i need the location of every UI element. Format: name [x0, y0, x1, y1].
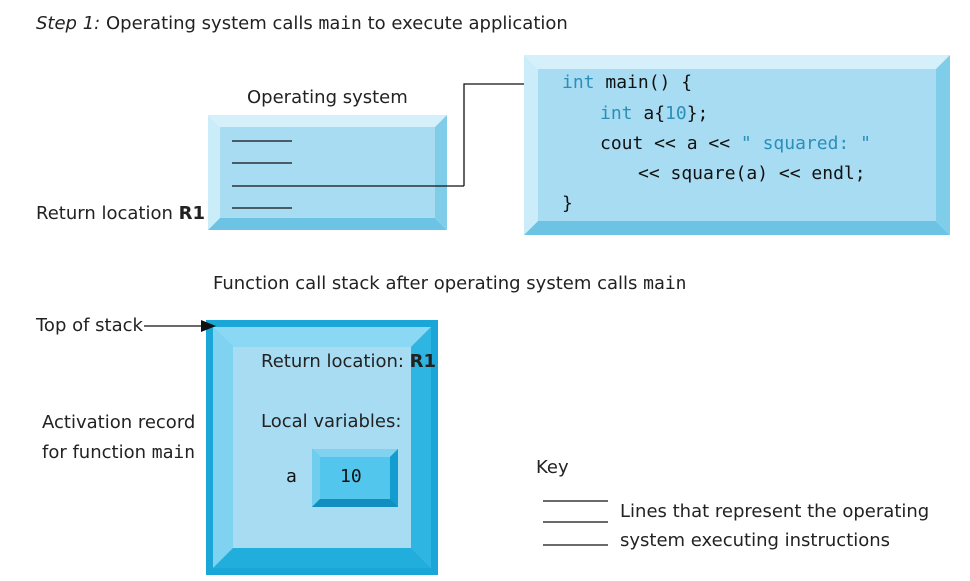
step-caption: Step 1: Operating system calls main to e… — [36, 13, 568, 34]
code-text: cout << a << — [600, 133, 741, 154]
key-line-1-text: Lines that represent the operating — [620, 501, 930, 522]
frame-return-text: Return location: — [261, 351, 404, 372]
code-text: a{ — [632, 103, 666, 124]
frame-return-location: Return location: R1 — [261, 351, 436, 372]
activation-line-2: for function main — [42, 438, 196, 468]
activation-record-label: Activation record for function main — [42, 408, 196, 468]
activation-line-2-text: for function — [42, 442, 147, 463]
code-line-3: cout << a << " squared: " — [600, 133, 871, 154]
code-text: main() { — [594, 72, 693, 93]
stack-caption-code: main — [643, 273, 687, 294]
return-location-label: Return location R1 — [36, 203, 205, 224]
code-line-5: } — [562, 193, 573, 214]
os-box — [208, 115, 464, 230]
local-variables-label: Local variables: — [261, 411, 402, 432]
code-keyword: int — [562, 72, 595, 93]
top-of-stack-label: Top of stack — [36, 315, 143, 336]
step-text-before: Operating system calls — [105, 13, 313, 34]
code-string: " squared: " — [740, 133, 871, 154]
top-of-stack-arrow — [144, 320, 216, 332]
activation-record-frame — [206, 320, 438, 575]
code-line-1: int main() { — [562, 72, 692, 93]
code-text: << square(a) << endl; — [638, 163, 866, 184]
key-line-2-text: system executing instructions — [620, 530, 891, 551]
step-text-after: to execute application — [367, 13, 568, 34]
activation-line-1: Activation record — [42, 412, 196, 433]
key-lines — [543, 500, 608, 546]
code-text-end: }; — [686, 103, 709, 124]
activation-line-2-code: main — [151, 442, 196, 463]
return-location-value: R1 — [178, 203, 205, 224]
stack-caption: Function call stack after operating syst… — [213, 273, 687, 294]
stack-caption-text: Function call stack after operating syst… — [213, 273, 638, 294]
variable-box — [312, 449, 398, 507]
os-title: Operating system — [247, 87, 408, 108]
code-number: 10 — [665, 103, 687, 124]
variable-name: a — [286, 466, 297, 487]
code-box — [524, 55, 950, 235]
code-keyword: int — [600, 103, 633, 124]
frame-return-value: R1 — [409, 351, 437, 372]
code-line-4: << square(a) << endl; — [638, 163, 866, 184]
key-title: Key — [536, 457, 569, 478]
code-line-2: int a{10}; — [600, 103, 708, 124]
code-text: } — [562, 193, 573, 214]
variable-value: 10 — [340, 466, 362, 487]
step-prefix: Step 1: — [36, 13, 101, 34]
step-code: main — [318, 13, 362, 34]
return-location-text: Return location — [36, 203, 173, 224]
